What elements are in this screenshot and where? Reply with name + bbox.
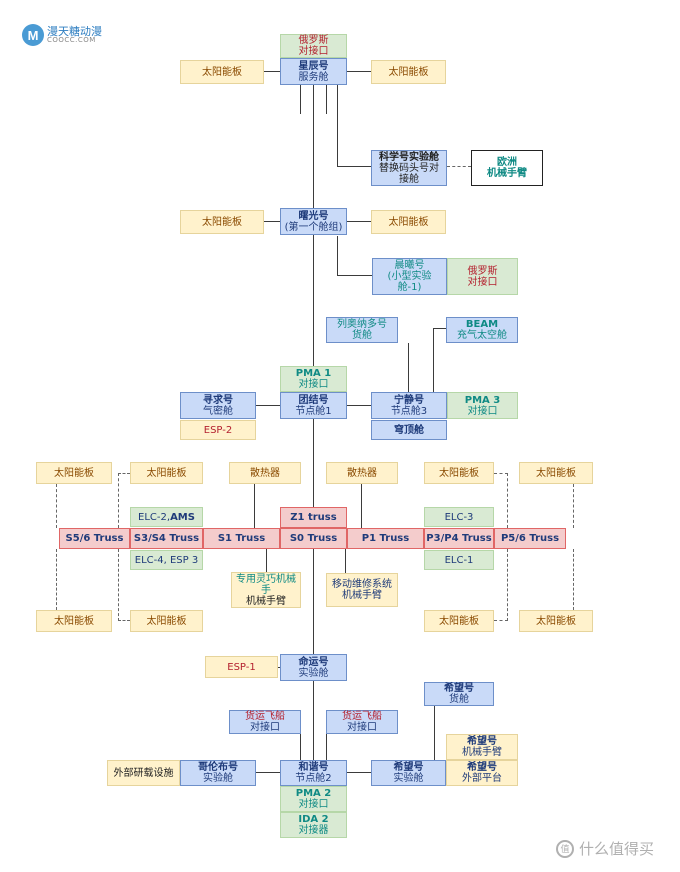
s34-truss: S3/S4 Truss	[130, 528, 203, 549]
rassvet-docking-port: 俄罗斯 对接口	[447, 258, 518, 295]
solar-panel-zvezda-left: 太阳能板	[180, 60, 264, 84]
link-radiator-l	[254, 484, 255, 528]
hope-logistics-module: 希望号 货舱	[424, 682, 494, 706]
dextre-manipulator: 专用灵巧机械 手 机械手臂	[231, 572, 301, 608]
hope-exposed-facility: 希望号 外部平台	[446, 760, 518, 786]
ida2-adapter: IDA 2 对接器	[280, 812, 347, 838]
link-cargo-r	[326, 734, 327, 760]
radiator-left: 散热器	[229, 462, 301, 484]
link-solar-zvezda-r	[347, 71, 371, 72]
link-solar-zvezda-l	[264, 71, 280, 72]
mobile-servicing-system: 移动维修系统 机械手臂	[326, 573, 398, 607]
elc4-esp3-carrier: ELC-4, ESP 3	[130, 550, 203, 570]
zarya-module: 曙光号 (第一个舱组)	[280, 208, 347, 235]
esp2-platform: ESP-2	[180, 420, 256, 440]
cargo-docking-port-right: 货运飞船 对接口	[326, 710, 398, 734]
quest-airlock: 寻求号 气密舱	[180, 392, 256, 419]
destiny-lab: 命运号 实验舱	[280, 654, 347, 681]
nauka-module: 科学号实验舱 替换码头号对 接舱	[371, 150, 447, 186]
link-esp1	[278, 667, 280, 668]
solar-panel-zvezda-right: 太阳能板	[371, 60, 446, 84]
pma1-port: PMA 1 对接口	[280, 366, 347, 392]
link-mss	[345, 549, 346, 573]
p1-truss: P1 Truss	[347, 528, 424, 549]
esp1-platform: ESP-1	[205, 656, 278, 678]
link-nauka-era	[447, 166, 471, 167]
link-kibo	[347, 772, 371, 773]
radiator-right: 散热器	[326, 462, 398, 484]
link-rassvet-v	[337, 236, 338, 276]
logo-name: 漫天糖动漫	[47, 25, 102, 38]
cargo-docking-port-left: 货运飞船 对接口	[229, 710, 301, 734]
z1-truss: Z1 truss	[280, 507, 347, 528]
link-beam-v	[433, 328, 434, 393]
elc1-carrier: ELC-1	[424, 550, 494, 570]
solar-panel-upper-3: 太阳能板	[424, 462, 494, 484]
watermark-text: 什么值得买	[579, 840, 655, 858]
link-quest	[256, 405, 280, 406]
link-radiator-r	[361, 484, 362, 528]
link-solar-zarya-r	[347, 221, 371, 222]
solar-panel-lower-3: 太阳能板	[424, 610, 494, 632]
rassvet-module: 晨曦号 (小型实验 舱-1)	[372, 258, 447, 295]
pma3-port: PMA 3 对接口	[447, 392, 518, 419]
watermark-icon: 值	[556, 839, 574, 858]
link-hope-cargo	[434, 706, 435, 760]
external-payload-facility: 外部研载设施	[107, 760, 180, 786]
link-columbus	[256, 772, 280, 773]
s1-truss: S1 Truss	[203, 528, 280, 549]
s56-truss: S5/6 Truss	[59, 528, 130, 549]
site-logo: M 漫天糖动漫 COOCC.COM	[22, 24, 102, 46]
link-nauka-h	[337, 166, 371, 167]
link-rassvet-h	[337, 275, 372, 276]
solar-panel-lower-2: 太阳能板	[130, 610, 203, 632]
european-robotic-arm: 欧洲 机械手臂	[471, 150, 543, 186]
solar-panel-upper-1: 太阳能板	[36, 462, 112, 484]
spine-line	[313, 84, 314, 762]
link-tranquility	[347, 405, 371, 406]
solar-panel-upper-4: 太阳能板	[519, 462, 593, 484]
solar-panel-zarya-left: 太阳能板	[180, 210, 264, 234]
zvezda-docking-port: 俄罗斯 对接口	[280, 34, 347, 58]
hope-robotic-arm: 希望号 机械手臂	[446, 734, 518, 760]
s0-truss: S0 Truss	[280, 528, 347, 549]
logo-icon: M	[22, 24, 44, 46]
link-leonardo	[408, 343, 409, 393]
leonardo-module: 列奥纳多号 货舱	[326, 317, 398, 343]
cupola-module: 穹顶舱	[371, 420, 447, 440]
elc2-ams-carrier: ELC-2, AMS	[130, 507, 203, 527]
harmony-node2: 和谐号 节点舱2	[280, 760, 347, 786]
zvezda-stub-r	[326, 84, 327, 114]
solar-panel-zarya-right: 太阳能板	[371, 210, 446, 234]
solar-panel-upper-2: 太阳能板	[130, 462, 203, 484]
tranquility-node3: 宁静号 节点舱3	[371, 392, 447, 419]
logo-domain: COOCC.COM	[47, 36, 96, 44]
pma2-port: PMA 2 对接口	[280, 786, 347, 812]
link-beam-h	[433, 328, 446, 329]
zvezda-stub-l	[300, 84, 301, 114]
elc3-carrier: ELC-3	[424, 507, 494, 527]
link-nauka-v	[337, 84, 338, 167]
p56-truss: P5/6 Truss	[494, 528, 566, 549]
solar-panel-lower-1: 太阳能板	[36, 610, 112, 632]
link-cargo-l	[300, 734, 301, 760]
unity-node1: 团结号 节点舱1	[280, 392, 347, 419]
columbus-lab: 哥伦布号 实验舱	[180, 760, 256, 786]
link-dextre	[266, 549, 267, 572]
beam-module: BEAM 充气太空舱	[446, 317, 518, 343]
kibo-lab: 希望号 实验舱	[371, 760, 446, 786]
link-solar-zarya-l	[264, 221, 280, 222]
p34-truss: P3/P4 Truss	[424, 528, 494, 549]
solar-panel-lower-4: 太阳能板	[519, 610, 593, 632]
watermark: 值 什么值得买	[556, 838, 654, 859]
zvezda-service-module: 星辰号 服务舱	[280, 58, 347, 85]
